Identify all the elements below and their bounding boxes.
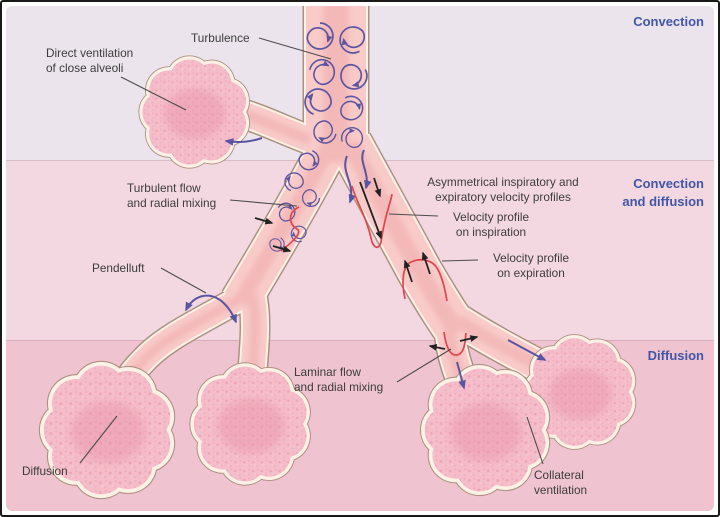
inspiration-wavy-arrow bbox=[344, 155, 356, 204]
label-direct-ventilation: Direct ventilation of close alveoli bbox=[46, 46, 134, 76]
velocity-profiles bbox=[280, 185, 467, 356]
direct-ventilation-arrow bbox=[224, 137, 263, 146]
flow-arrows bbox=[185, 137, 547, 390]
velocity-profile-inspiration-curve bbox=[351, 185, 393, 249]
label-diffusion: Diffusion bbox=[22, 464, 68, 478]
leader-lines bbox=[79, 37, 544, 465]
label-laminar-flow: Laminar flow and radial mixing bbox=[294, 365, 384, 395]
label-pendelluft: Pendelluft bbox=[92, 261, 145, 275]
laminar-flow-profile bbox=[443, 331, 467, 356]
velocity-arrows bbox=[254, 177, 479, 351]
alveoli-cluster-far-right bbox=[525, 337, 634, 448]
leader-line bbox=[441, 259, 479, 262]
leader-line bbox=[120, 76, 187, 111]
alveoli-cluster-bottom-right bbox=[423, 367, 547, 493]
label-turbulence: Turbulence bbox=[191, 31, 250, 45]
zone-label-convection: Convection bbox=[633, 14, 704, 29]
zone-label-diffusion: Diffusion bbox=[647, 348, 704, 363]
alveoli-cluster-top-left bbox=[141, 58, 248, 166]
alveoli-cluster-bottom-mid bbox=[192, 365, 308, 483]
pendelluft-arrow bbox=[185, 294, 237, 324]
leader-line bbox=[396, 348, 452, 383]
leader-line bbox=[160, 267, 207, 294]
leader-line bbox=[388, 213, 439, 217]
label-velocity-expiration: Velocity profile on expiration bbox=[492, 251, 570, 281]
label-velocity-inspiration: Velocity profile on inspiration bbox=[452, 210, 530, 240]
leader-line bbox=[258, 37, 332, 60]
label-asymmetrical-profiles: Asymmetrical inspiratory and expiratory … bbox=[427, 175, 579, 205]
branch-right-arrow bbox=[507, 339, 547, 361]
label-turbulent-flow: Turbulent flow and radial mixing bbox=[127, 181, 217, 211]
branch-down-arrow bbox=[456, 361, 466, 390]
label-collateral-ventilation: Collateral ventilation bbox=[534, 468, 588, 498]
leader-line bbox=[229, 199, 298, 207]
leader-line bbox=[526, 416, 544, 465]
zone-label-convection-and-diffusion: Convection and diffusion bbox=[622, 176, 704, 209]
alveoli-cluster-bottom-left bbox=[42, 364, 172, 496]
leader-line bbox=[79, 415, 118, 464]
inspiration-wavy-arrow-2 bbox=[361, 149, 372, 190]
velocity-profile-expiration-curve bbox=[402, 258, 448, 302]
radial-mixing-profile-left bbox=[280, 206, 300, 252]
